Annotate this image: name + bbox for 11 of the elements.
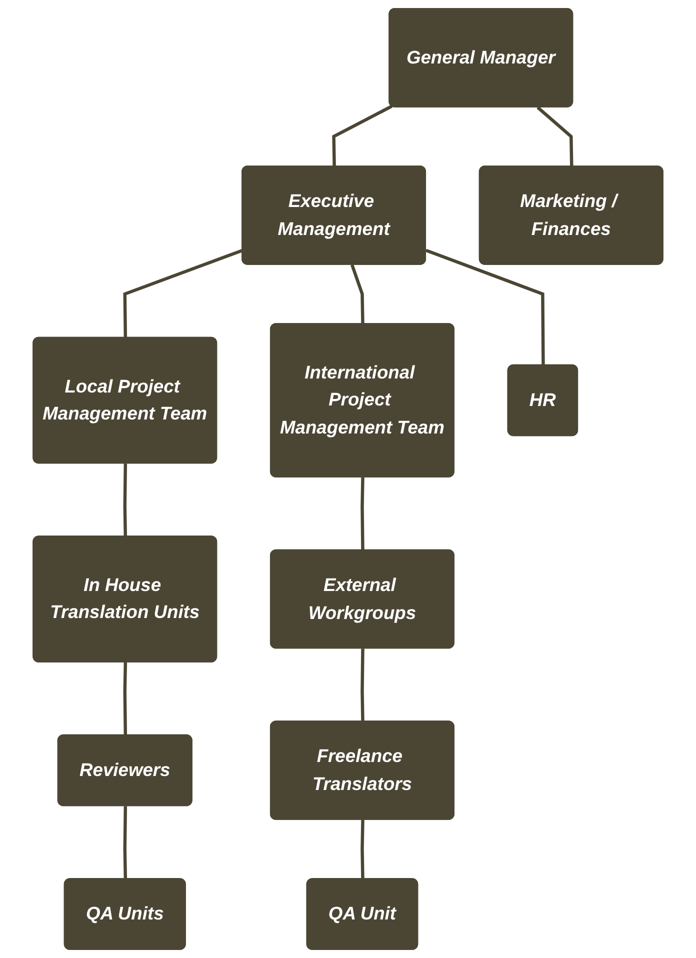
connector: [360, 477, 364, 550]
connector: [123, 662, 128, 736]
connector: [360, 648, 364, 722]
connector: [123, 248, 244, 338]
connector: [536, 106, 574, 167]
connector: [360, 820, 364, 880]
connector: [123, 464, 128, 537]
connector: [123, 806, 128, 880]
connector: [425, 248, 545, 366]
connector: [332, 104, 393, 167]
connector: [350, 264, 364, 324]
